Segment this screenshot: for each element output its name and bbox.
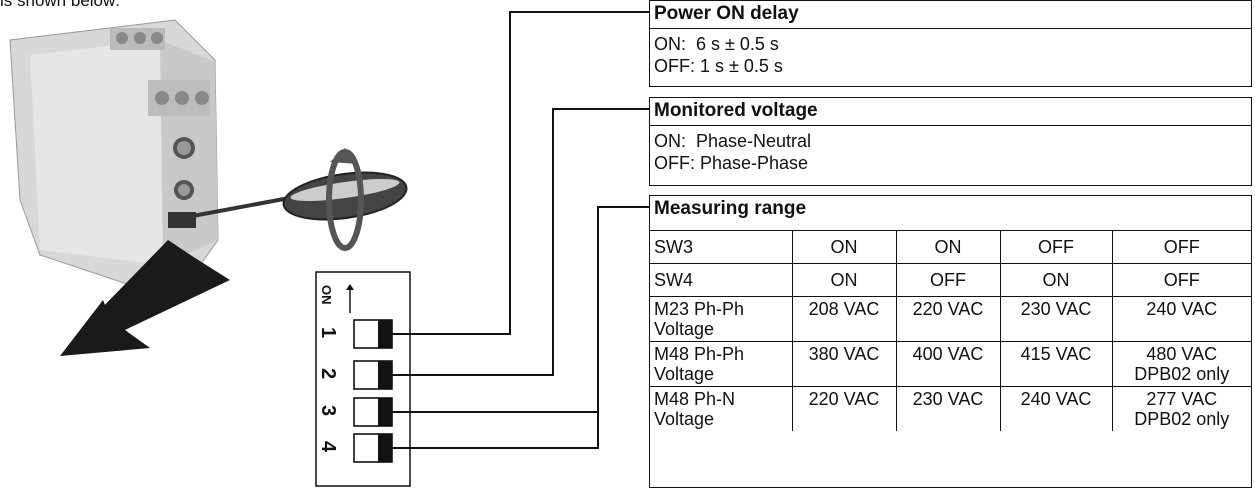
cell-line: DPB02 only [1134, 364, 1230, 384]
table-cell: ON [791, 230, 897, 264]
table-cell: 220 VAC [895, 296, 1001, 342]
table-cell: 220 VAC [791, 386, 897, 431]
table-cell: 240 VAC [999, 386, 1113, 431]
row-label-line: M48 Ph-Ph [654, 344, 745, 364]
cell-line: DPB02 only [1134, 409, 1230, 429]
power-on-delay-off: OFF: 1 s ± 0.5 s [654, 56, 783, 76]
connector-switch-2 [392, 108, 649, 376]
monitored-voltage-title: Monitored voltage [650, 98, 1251, 126]
table-cell: OFF [999, 230, 1113, 264]
table-cell: OFF [1111, 263, 1251, 297]
header-fragment-text: is shown below: [0, 0, 121, 10]
row-label-line: M48 Ph-N [654, 389, 736, 409]
table-cell: 230 VAC [895, 386, 1001, 431]
connector-switch-1 [392, 11, 649, 335]
dip-switch-3 [353, 397, 393, 427]
measuring-range-box: Measuring range SW3 ON ON OFF OFF SW4 ON… [649, 195, 1252, 488]
table-cell: 208 VAC [791, 296, 897, 342]
dip-num-2: 2 [317, 368, 339, 379]
measuring-range-table: SW3 ON ON OFF OFF SW4 ON OFF ON OFF M23 … [650, 230, 1251, 431]
table-cell: 240 VAC [1111, 296, 1251, 342]
row-label-line: Voltage [654, 364, 715, 384]
dip-num-3: 3 [317, 405, 339, 416]
row-label-line: Voltage [654, 319, 715, 339]
table-cell: 415 VAC [999, 341, 1113, 387]
connector-lines [392, 11, 649, 449]
relay-module-illustration [9, 19, 219, 301]
measuring-range-title: Measuring range [654, 198, 807, 219]
row-label: SW3 [650, 230, 793, 264]
table-cell: ON [895, 230, 1001, 264]
dip-switch-panel: ON 1 2 3 4 [315, 271, 411, 487]
dip-num-1: 1 [317, 327, 339, 338]
power-on-delay-on: ON: 6 s ± 0.5 s [654, 34, 779, 54]
monitored-voltage-off: OFF: Phase-Phase [654, 153, 809, 173]
table-row-sw4: SW4 ON OFF ON OFF [650, 263, 1251, 297]
table-cell: OFF [1111, 230, 1251, 264]
row-label-line: Voltage [654, 409, 715, 429]
table-cell: 380 VAC [791, 341, 897, 387]
dip-switch-1 [353, 319, 393, 349]
dip-switch-4 [353, 433, 393, 463]
table-cell: ON [999, 263, 1113, 297]
connector-switch-4 [392, 412, 599, 449]
screwdriver-illustration [181, 148, 408, 251]
table-cell: 230 VAC [999, 296, 1113, 342]
row-label: SW4 [650, 263, 793, 297]
monitored-voltage-box: Monitored voltage ON: Phase-Neutral OFF:… [649, 97, 1252, 186]
dip-switch-2 [353, 360, 393, 390]
table-cell: OFF [895, 263, 1001, 297]
table-row-sw3: SW3 ON ON OFF OFF [650, 230, 1251, 264]
dip-num-4: 4 [317, 441, 339, 453]
table-cell: 400 VAC [895, 341, 1001, 387]
power-on-delay-box: Power ON delay ON: 6 s ± 0.5 s OFF: 1 s … [649, 0, 1252, 87]
power-on-delay-title: Power ON delay [650, 1, 1251, 29]
cell-line: 480 VAC [1146, 344, 1218, 364]
connector-switch-3 [392, 206, 649, 413]
dip-on-label: ON [319, 285, 334, 305]
cell-line: 277 VAC [1146, 389, 1218, 409]
table-cell: ON [791, 263, 897, 297]
monitored-voltage-on: ON: Phase-Neutral [654, 131, 812, 151]
row-label-line: M23 Ph-Ph [654, 299, 745, 319]
